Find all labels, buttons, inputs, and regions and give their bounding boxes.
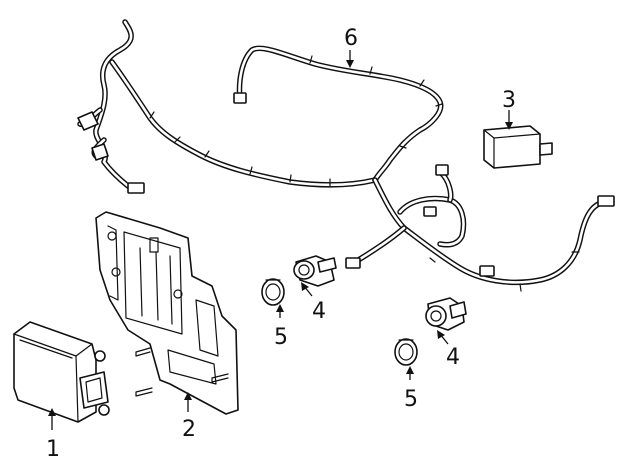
parking-sensor-lower <box>425 297 467 331</box>
control-module <box>483 125 553 169</box>
parking-sensor-upper <box>293 255 337 287</box>
sensor-retainer-upper <box>261 278 285 306</box>
callout-3: 3 <box>502 88 516 113</box>
callout-6: 6 <box>344 26 358 51</box>
callout-5-lower: 5 <box>404 387 418 412</box>
mounting-bracket <box>95 211 239 415</box>
sensor-retainer-lower <box>394 338 418 366</box>
wiring-harness <box>77 19 615 292</box>
callout-leaders <box>48 50 513 430</box>
callout-2: 2 <box>182 417 196 442</box>
callout-4-lower: 4 <box>446 345 460 370</box>
sensor-module <box>13 321 110 423</box>
callout-4-upper: 4 <box>312 299 326 324</box>
callout-5-upper: 5 <box>274 325 288 350</box>
callout-1: 1 <box>46 437 60 462</box>
